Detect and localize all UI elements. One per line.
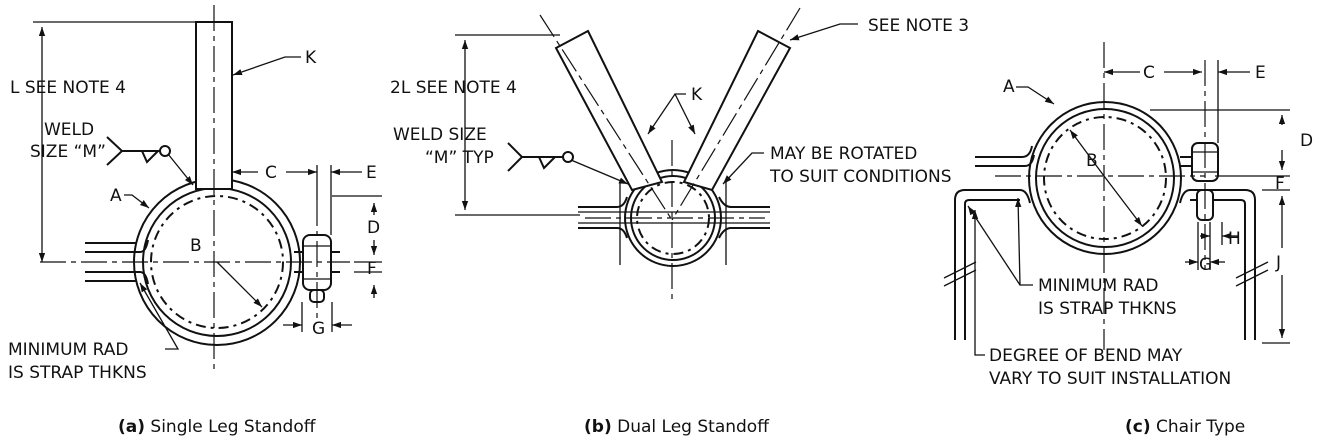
panel-c-label-e: E bbox=[1255, 63, 1266, 83]
panel-c-caption-text: Chair Type bbox=[1151, 417, 1246, 437]
panel-b-caption: (b) Dual Leg Standoff bbox=[584, 417, 770, 437]
panel-a-label-k: K bbox=[305, 48, 317, 68]
panel-b-caption-bold: (b) bbox=[584, 417, 612, 437]
panel-b-label-2l: 2L SEE NOTE 4 bbox=[390, 78, 517, 98]
panel-c-label-minrad-1: MINIMUM RAD bbox=[1038, 276, 1158, 296]
panel-b-leg-right bbox=[682, 29, 792, 192]
panel-c-label-bend-2: VARY TO SUIT INSTALLATION bbox=[989, 369, 1231, 389]
panel-c-caption: (c) Chair Type bbox=[1125, 417, 1245, 437]
panel-a-single-leg-standoff: L SEE NOTE 4 WELD SIZE “M” K C E A B D F… bbox=[8, 5, 382, 437]
panel-a-label-minrad-1: MINIMUM RAD bbox=[8, 340, 128, 360]
panel-b-leg-left bbox=[554, 29, 664, 192]
panel-b-label-k: K bbox=[691, 85, 703, 105]
panel-a-label-g: G bbox=[312, 319, 325, 339]
panel-c-label-h: H bbox=[1228, 229, 1241, 249]
panel-b-dual-leg-standoff: SEE NOTE 3 2L SEE NOTE 4 K WELD SIZE “M”… bbox=[390, 7, 969, 437]
panel-c-chair-type: C E A B D F H G J MINIMUM RAD IS STRAP T… bbox=[943, 42, 1313, 437]
panel-b-label-rot-2: TO SUIT CONDITIONS bbox=[769, 167, 952, 187]
panel-a-label-d: D bbox=[367, 218, 380, 238]
panel-c-label-g: G bbox=[1199, 255, 1212, 275]
panel-c-label-minrad-2: IS STRAP THKNS bbox=[1038, 299, 1177, 319]
panel-c-label-j: J bbox=[1275, 253, 1281, 273]
panel-c-label-b: B bbox=[1086, 151, 1098, 171]
panel-a-caption-bold: (a) bbox=[118, 417, 145, 437]
panel-c-label-c: C bbox=[1143, 63, 1155, 83]
panel-a-label-b: B bbox=[190, 236, 202, 256]
panel-b-label-weld-1: WELD SIZE bbox=[393, 125, 487, 145]
panel-a-label-minrad-2: IS STRAP THKNS bbox=[8, 363, 147, 383]
panel-a-label-a: A bbox=[110, 186, 122, 206]
panel-a-caption-text: Single Leg Standoff bbox=[145, 417, 317, 437]
panel-c-strap-inner bbox=[1035, 108, 1175, 248]
panel-c-pipe-dashed bbox=[1043, 116, 1167, 240]
panel-a-caption: (a) Single Leg Standoff bbox=[118, 417, 317, 437]
panel-b-label-weld-2: “M” TYP bbox=[425, 148, 494, 168]
panel-a-label-e: E bbox=[366, 163, 377, 183]
panel-c-strap-outer bbox=[1028, 101, 1182, 255]
panel-c-label-d: D bbox=[1300, 131, 1313, 151]
panel-b-caption-text: Dual Leg Standoff bbox=[612, 417, 770, 437]
panel-a-label-c: C bbox=[265, 163, 277, 183]
panel-a-label-weld-1: WELD bbox=[44, 120, 94, 140]
panel-a-pipe-dashed bbox=[150, 195, 284, 329]
panel-b-label-rot-1: MAY BE ROTATED bbox=[770, 144, 917, 164]
panel-c-label-f: F bbox=[1275, 174, 1285, 194]
panel-a-label-f: F bbox=[367, 259, 377, 279]
panel-c-caption-bold: (c) bbox=[1125, 417, 1151, 437]
panel-c-label-bend-1: DEGREE OF BEND MAY bbox=[989, 346, 1183, 366]
panel-a-label-l: L SEE NOTE 4 bbox=[10, 78, 126, 98]
panel-c-label-a: A bbox=[1003, 77, 1015, 97]
panel-b-label-note3: SEE NOTE 3 bbox=[868, 16, 969, 36]
panel-a-label-weld-2: SIZE “M” bbox=[30, 142, 106, 162]
